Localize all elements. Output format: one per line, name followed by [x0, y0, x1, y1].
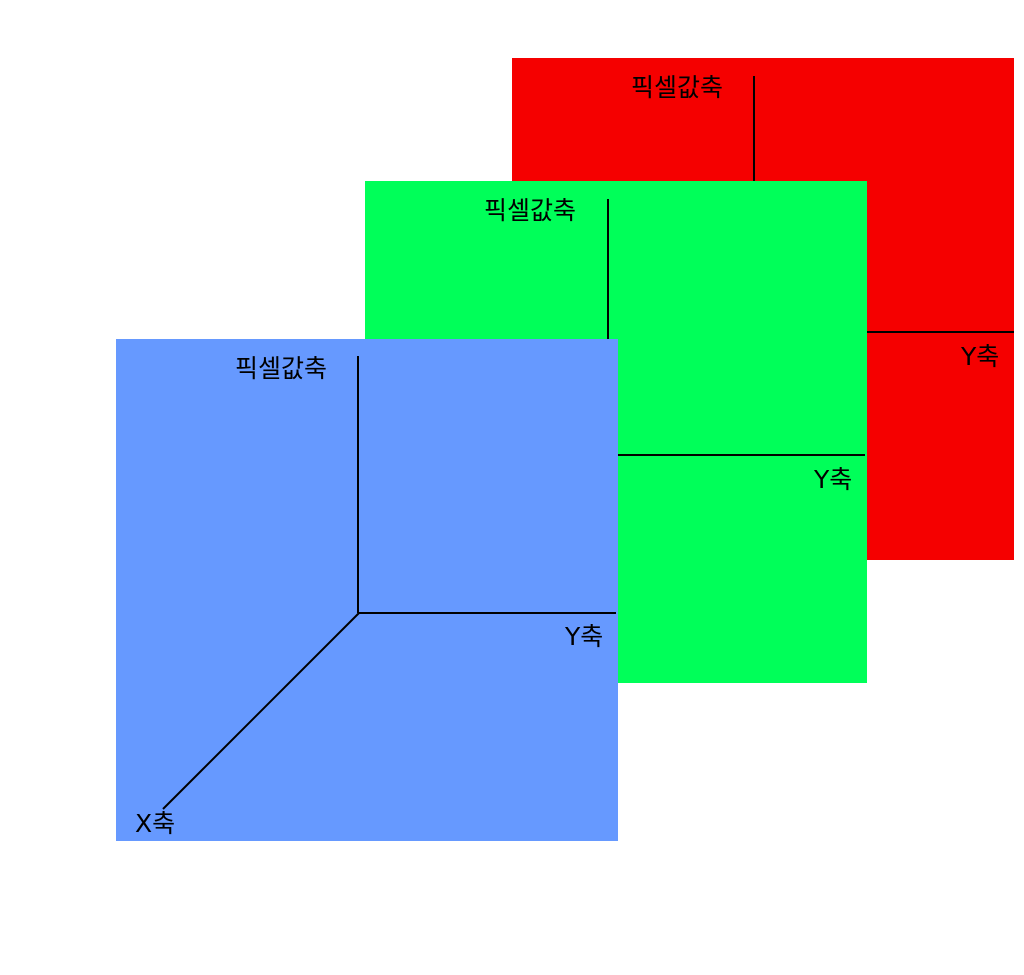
blue-pixel-axis-label: 픽셀값축 — [235, 354, 328, 383]
blue-channel-plane: 픽셀값축 Y축 X축 — [116, 339, 618, 841]
green-y-axis-label: Y축 — [814, 465, 853, 494]
green-pixel-axis-label: 픽셀값축 — [484, 196, 577, 225]
blue-y-axis-label: Y축 — [565, 622, 604, 651]
red-y-axis-label: Y축 — [961, 342, 1000, 371]
blue-y-axis-line — [358, 612, 616, 614]
blue-pixel-axis-line — [357, 356, 359, 613]
blue-x-axis-label: X축 — [135, 809, 176, 838]
blue-x-axis-line — [162, 612, 360, 810]
red-y-axis-line — [753, 331, 1014, 333]
green-pixel-axis-line — [607, 199, 609, 455]
red-pixel-axis-label: 픽셀값축 — [631, 73, 724, 102]
green-y-axis-line — [607, 454, 865, 456]
